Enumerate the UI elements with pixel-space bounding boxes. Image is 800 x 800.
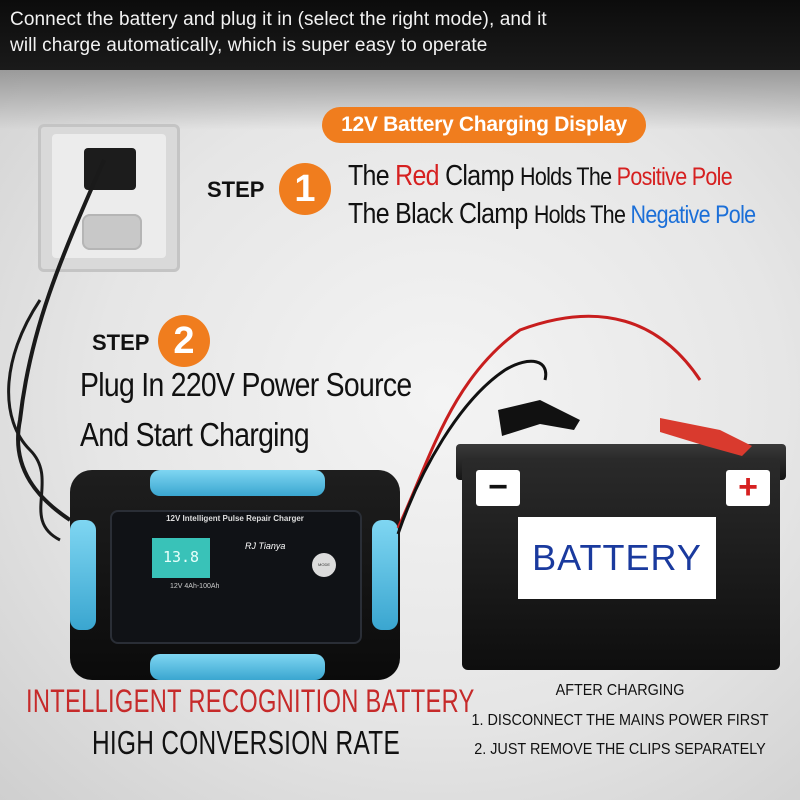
positive-terminal-icon: +	[726, 470, 770, 506]
after-charging-heading: AFTER CHARGING	[555, 682, 685, 699]
wall-outlet	[38, 124, 180, 272]
banner-line-2: will charge automatically, which is supe…	[10, 35, 488, 56]
step1-line1-red-word: Red	[395, 160, 439, 192]
after-charging-item-2: 2. JUST REMOVE THE CLIPS SEPARATELY	[474, 741, 766, 758]
step1-line1-part-c: Clamp	[438, 160, 520, 192]
charger-lcd: 13.8	[152, 538, 210, 578]
black-cable	[396, 359, 548, 535]
charger-blue-trim-bottom	[150, 654, 325, 680]
step2-number-badge: 2	[158, 315, 210, 367]
power-cord-loop	[7, 299, 61, 542]
charger-blue-trim-left	[70, 520, 96, 630]
step1-number-badge: 1	[279, 163, 331, 215]
top-banner: Connect the battery and plug it in (sele…	[0, 0, 800, 70]
banner-line-1: Connect the battery and plug it in (sele…	[10, 9, 547, 30]
red-cable	[396, 314, 702, 529]
step1-line2-part-a: The Black Clamp	[348, 198, 534, 230]
step2-line-1: Plug In 220V Power Source	[80, 366, 412, 403]
step1-line1-positive: Positive Pole	[616, 163, 733, 191]
step1-line2-negative: Negative Pole	[630, 201, 757, 229]
power-cord	[16, 159, 106, 522]
negative-terminal-icon: −	[476, 470, 520, 506]
socket-icon	[82, 214, 142, 250]
step2-word: STEP	[92, 330, 150, 355]
step2-line-2: And Start Charging	[80, 416, 310, 453]
after-charging-item-1: 1. DISCONNECT THE MAINS POWER FIRST	[471, 712, 769, 729]
step1-line1-part-a: The	[348, 160, 396, 192]
charger-blue-trim-right	[372, 520, 398, 630]
mode-button[interactable]: MODE	[312, 553, 336, 577]
charger-spec: 12V 4Ah-100Ah	[170, 583, 220, 590]
step1-line-2: The Black Clamp Holds The Negative Pole	[348, 198, 757, 231]
charger-title: 12V Intelligent Pulse Repair Charger	[166, 514, 304, 523]
step1-line2-part-b: Holds The	[533, 201, 631, 229]
charger-blue-trim-top	[150, 470, 325, 496]
step1-word: STEP	[207, 177, 265, 202]
charging-display-badge: 12V Battery Charging Display	[322, 107, 646, 143]
black-clamp-icon	[498, 400, 580, 436]
red-clamp-icon	[660, 418, 752, 456]
charger-brand: RJ Tianya	[245, 541, 286, 551]
intelligent-recognition-text: INTELLIGENT RECOGNITION BATTERY	[26, 683, 475, 719]
high-conversion-text: HIGH CONVERSION RATE	[92, 724, 401, 761]
step1-line-1: The Red Clamp Holds The Positive Pole	[348, 160, 733, 193]
battery-label: BATTERY	[518, 517, 716, 599]
step1-line1-part-d: Holds The	[519, 163, 617, 191]
